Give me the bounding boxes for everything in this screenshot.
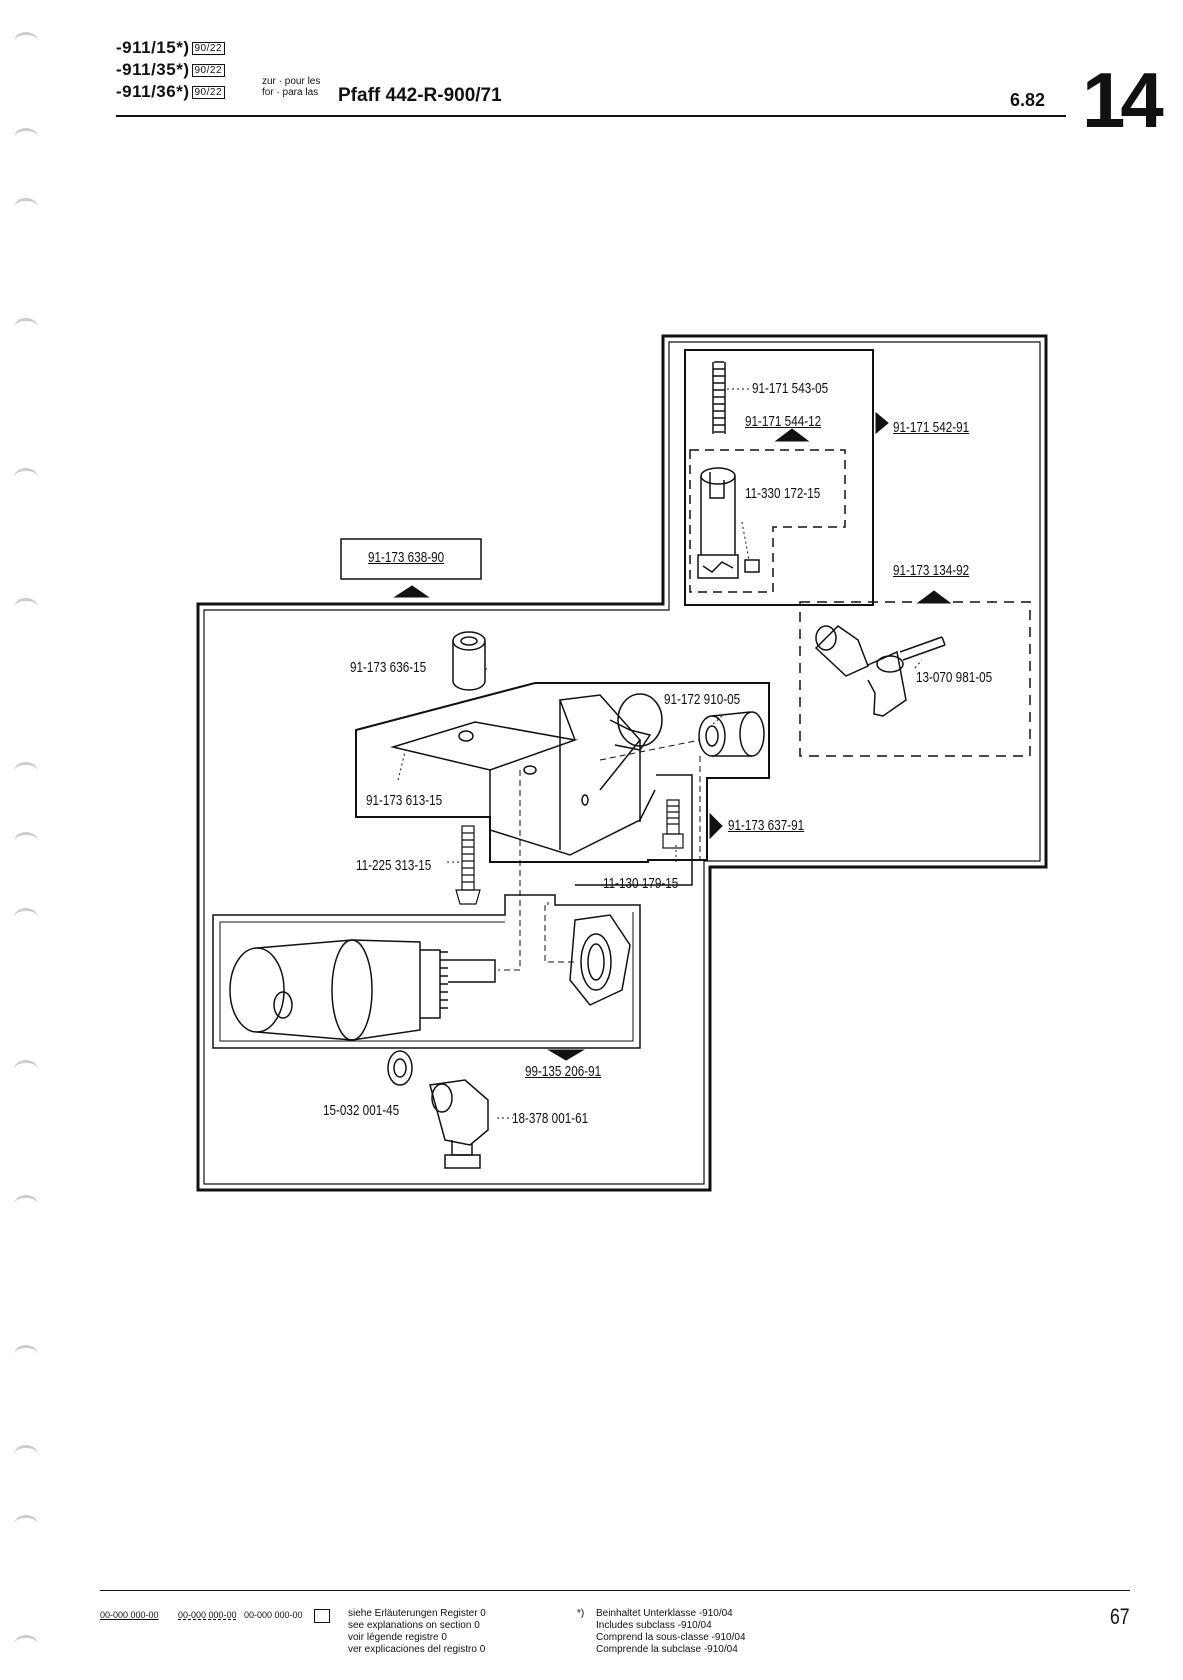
arrow-marker xyxy=(916,590,952,604)
footer-code: 00-000 000-00 xyxy=(178,1610,237,1620)
binder-hole xyxy=(14,1635,38,1654)
binder-hole xyxy=(14,318,38,337)
binder-hole xyxy=(14,198,38,217)
register-box: 90/22 xyxy=(191,64,226,78)
part-number-label: 91-173 638-90 xyxy=(368,549,445,566)
part-number-label: 91-173 613-15 xyxy=(366,792,443,809)
cap-screw xyxy=(662,799,684,849)
part-number-label: 11-330 172-15 xyxy=(745,485,821,502)
binder-hole xyxy=(14,1195,38,1214)
arrow-marker xyxy=(875,411,889,435)
binder-hole xyxy=(14,832,38,851)
edition-date: 6.82 xyxy=(1010,90,1046,110)
subclass-line: -911/36*)90/22 xyxy=(116,82,226,102)
part-number-label: 13-070 981-05 xyxy=(916,669,993,686)
spring-subassembly-box xyxy=(684,349,874,606)
arrow-marker xyxy=(547,1049,585,1061)
part-number-label: 99-135 206-91 xyxy=(525,1063,602,1080)
register-note: siehe Erläuterungen Register 0 see expla… xyxy=(348,1608,486,1655)
header: -911/15*)90/22 -911/35*)90/22 -911/36*)9… xyxy=(116,38,226,102)
subclass-line: -911/15*)90/22 xyxy=(116,38,226,58)
compression-spring xyxy=(712,361,726,434)
main-assembly-frame xyxy=(196,334,1048,1192)
part-number-label: 18-378 001-61 xyxy=(512,1110,589,1127)
washer xyxy=(387,1050,413,1086)
binder-hole xyxy=(14,128,38,147)
pin-subassembly-box xyxy=(799,601,1031,757)
footnote-marker: *) xyxy=(577,1608,585,1619)
spacer-bushing xyxy=(452,631,486,691)
binder-hole xyxy=(14,1060,38,1079)
subclass-line: -911/35*)90/22 xyxy=(116,60,226,80)
cylinder-subassembly-box xyxy=(212,894,641,1049)
bracket-subassembly-box xyxy=(355,682,770,863)
arrow-marker xyxy=(393,585,430,598)
binder-hole xyxy=(14,762,38,781)
part-number-label: 91-172 910-05 xyxy=(664,691,741,708)
page-number: 67 xyxy=(1110,1604,1130,1629)
register-box: 90/22 xyxy=(191,86,226,100)
chapter-number: 14 xyxy=(1082,56,1164,144)
footer-code: 00-000 000-00 xyxy=(100,1610,159,1620)
part-number-label: 91-171 543-05 xyxy=(752,380,829,397)
register-box: 90/22 xyxy=(191,42,226,56)
binder-hole xyxy=(14,32,38,51)
countersunk-screw xyxy=(455,825,481,905)
binder-hole xyxy=(14,598,38,617)
model-title: Pfaff 442-R-900/71 xyxy=(338,85,502,106)
footer-rule xyxy=(100,1590,1130,1591)
part-number-label: 91-171 542-91 xyxy=(893,419,970,436)
zur-label: zur · pour les for · para las xyxy=(262,76,321,98)
part-number-label: 15-032 001-45 xyxy=(323,1102,400,1119)
binder-hole xyxy=(14,1345,38,1364)
arrow-marker xyxy=(709,812,723,840)
binder-hole xyxy=(14,908,38,927)
elbow-fitting xyxy=(429,1079,489,1169)
callout-box-638-90 xyxy=(340,538,482,580)
empty-square-icon xyxy=(314,1609,330,1623)
bushing xyxy=(698,711,765,757)
subclass-note: Beinhaltet Unterklasse -910/04 Includes … xyxy=(596,1608,746,1655)
binder-hole xyxy=(14,1515,38,1534)
pneumatic-cylinder xyxy=(229,939,496,1041)
mounting-bracket xyxy=(390,693,663,856)
pin-assembly xyxy=(814,625,946,717)
footer-code: 00-000 000-00 xyxy=(244,1610,303,1620)
part-number-label: 91-173 637-91 xyxy=(728,817,805,834)
header-rule xyxy=(116,115,1066,117)
part-number-label: 11-225 313-15 xyxy=(356,857,432,874)
part-number-label: 11-130 179-15 xyxy=(603,875,679,892)
binder-hole xyxy=(14,1445,38,1464)
hex-nut xyxy=(569,914,631,1006)
arrow-marker xyxy=(774,428,810,442)
part-number-label: 91-171 544-12 xyxy=(745,413,822,430)
part-number-label: 91-173 134-92 xyxy=(893,562,970,579)
binder-hole xyxy=(14,468,38,487)
part-number-label: 91-173 636-15 xyxy=(350,659,427,676)
stud-part xyxy=(697,467,760,579)
